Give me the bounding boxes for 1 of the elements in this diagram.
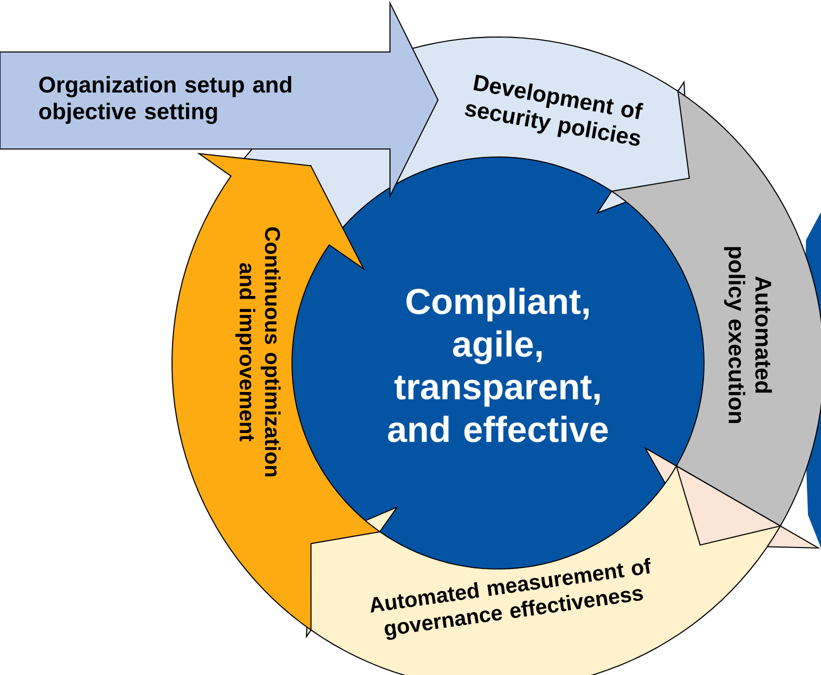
- step-banner: Organization setup and objective setting: [0, 0, 439, 198]
